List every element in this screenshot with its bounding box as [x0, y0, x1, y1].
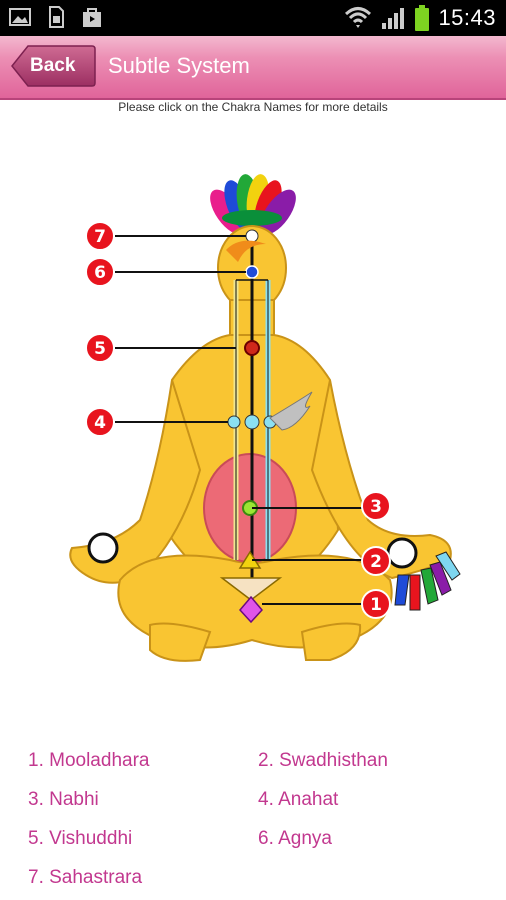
- marker-5-label: 5: [94, 339, 106, 359]
- marker-1-label: 1: [370, 595, 382, 615]
- marker-6-label: 6: [94, 263, 106, 283]
- anahat-points: [227, 414, 277, 430]
- marker-7-label: 7: [94, 227, 106, 247]
- right-hand-ring-icon: [386, 537, 418, 569]
- sacrum-triangle-icon: [219, 577, 283, 601]
- chakra-link-swadhisthan[interactable]: 2. Swadhisthan: [258, 750, 388, 771]
- marker-1[interactable]: 1: [361, 589, 391, 619]
- page-title: Subtle System: [108, 53, 250, 78]
- marker-lines: [115, 235, 362, 605]
- marker-3-label: 3: [370, 497, 382, 517]
- back-button[interactable]: Back: [10, 44, 96, 88]
- marker-2-label: 2: [370, 552, 382, 572]
- status-time: 15:43: [438, 5, 496, 30]
- sahastrara-point-icon: [245, 229, 259, 243]
- instruction-text: Please click on the Chakra Names for mor…: [118, 100, 388, 114]
- marker-4[interactable]: 4: [85, 407, 115, 437]
- agnya-point-icon: [245, 265, 259, 279]
- back-button-label: Back: [30, 55, 76, 76]
- subtle-system-diagram: 7 6 5 4 3 2 1: [69, 174, 461, 662]
- chakra-link-nabhi[interactable]: 3. Nabhi: [28, 789, 99, 810]
- crescent-icon: [226, 240, 266, 262]
- marker-6[interactable]: 6: [85, 257, 115, 287]
- vishuddhi-point-icon: [244, 340, 260, 356]
- chakra-link-vishuddhi[interactable]: 5. Vishuddhi: [28, 828, 133, 849]
- status-bar: 15:43: [0, 0, 506, 36]
- right-hand-fingers-icon: [394, 551, 461, 611]
- marker-7[interactable]: 7: [85, 221, 115, 251]
- image-icon: [9, 8, 31, 26]
- chakra-link-agnya[interactable]: 6. Agnya: [258, 828, 332, 849]
- shopping-bag-icon: [83, 8, 101, 27]
- wing-icon: [269, 391, 313, 431]
- battery-icon: [415, 5, 430, 31]
- signal-icon: [382, 8, 405, 29]
- meditating-figure: [69, 225, 452, 662]
- marker-2[interactable]: 2: [361, 546, 391, 576]
- sahastrara-lotus-icon: [210, 174, 296, 235]
- left-hand-ring-icon: [87, 532, 119, 564]
- back-arrow-shape: [11, 45, 96, 87]
- wifi-icon: [345, 7, 372, 28]
- chakra-link-mooladhara[interactable]: 1. Mooladhara: [28, 750, 150, 771]
- chakra-link-anahat[interactable]: 4. Anahat: [258, 789, 339, 810]
- mooladhara-point-icon: [239, 595, 263, 624]
- chakra-link-sahastrara[interactable]: 7. Sahastrara: [28, 867, 143, 888]
- marker-4-label: 4: [94, 413, 106, 433]
- marker-5[interactable]: 5: [85, 333, 115, 363]
- sim-card-icon: [49, 6, 64, 28]
- marker-3[interactable]: 3: [361, 491, 391, 521]
